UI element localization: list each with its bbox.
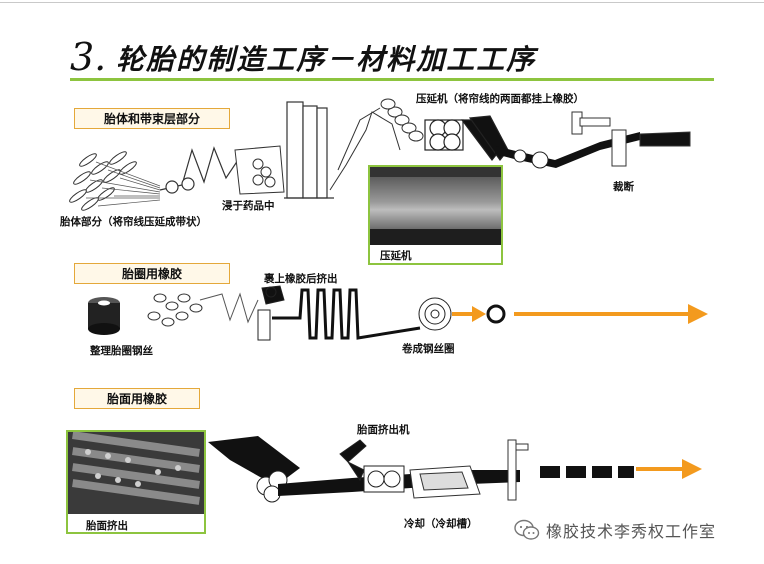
caption-cooling: 冷却（冷却槽）: [404, 518, 478, 530]
watermark: 橡胶技术李秀权工作室: [514, 518, 716, 542]
caption-ply-part: 胎体部分（将帘线压延成带状）: [60, 216, 207, 228]
wechat-icon: [514, 519, 540, 540]
calender-photo-caption: 压延机: [380, 250, 412, 262]
wire-reel: [88, 297, 120, 335]
caption-bead-wind: 卷成钢丝圈: [402, 343, 455, 355]
cutter: [571, 111, 691, 167]
bead-extruder: [257, 285, 285, 341]
tread-segments: [540, 466, 634, 478]
cord-threads: [86, 161, 161, 207]
watermark-text: 橡胶技术李秀权工作室: [546, 522, 717, 541]
tread-cutter: [507, 439, 529, 501]
section-label-tread: 胎面用橡胶: [74, 388, 200, 409]
tread-photo-caption: 胎面挤出: [86, 520, 128, 532]
page-title: 3. 轮胎的制造工序－材料加工工序: [70, 30, 536, 76]
drying-tower: [284, 101, 334, 199]
top-rule: [0, 2, 764, 3]
bead-ring: [486, 304, 506, 324]
bead-wire-creel: [147, 292, 259, 327]
caption-tread-extruder: 胎面挤出机: [357, 424, 410, 436]
dip-tank: [234, 145, 285, 195]
title-number: 3.: [70, 35, 107, 79]
tread-photo: [66, 430, 206, 534]
extruder-head: [339, 439, 405, 493]
calender-sheet: [495, 132, 640, 169]
title-text: 轮胎的制造工序－材料加工工序: [116, 43, 537, 77]
calender-rolls-left: [380, 98, 424, 142]
tread-arrowhead: [682, 459, 702, 479]
calender-photo: [368, 165, 503, 265]
section-label-body-belt: 胎体和带束层部分: [74, 108, 230, 129]
festoon: [329, 107, 401, 191]
calender-photo-image: [370, 167, 501, 263]
caption-cut: 裁断: [613, 181, 634, 193]
bead-zigzag: [272, 288, 421, 340]
tread-photo-image: [68, 431, 204, 532]
section-label-bead: 胎圈用橡胶: [74, 263, 230, 284]
caption-bead-coat: 裹上橡胶后挤出: [264, 273, 338, 285]
caption-bead-wire: 整理胎圈钢丝: [90, 345, 153, 357]
title-underline: [70, 78, 714, 81]
bead-winder: [418, 297, 452, 331]
tread-extruder: [208, 436, 300, 503]
caption-dip: 浸于药品中: [222, 200, 275, 212]
bead-arrowhead-2: [688, 304, 708, 324]
cooling-tank: [409, 465, 481, 499]
bead-arrowhead-1: [472, 306, 486, 322]
caption-calender: 压延机（将帘线的两面都挂上橡胶）: [416, 93, 584, 105]
